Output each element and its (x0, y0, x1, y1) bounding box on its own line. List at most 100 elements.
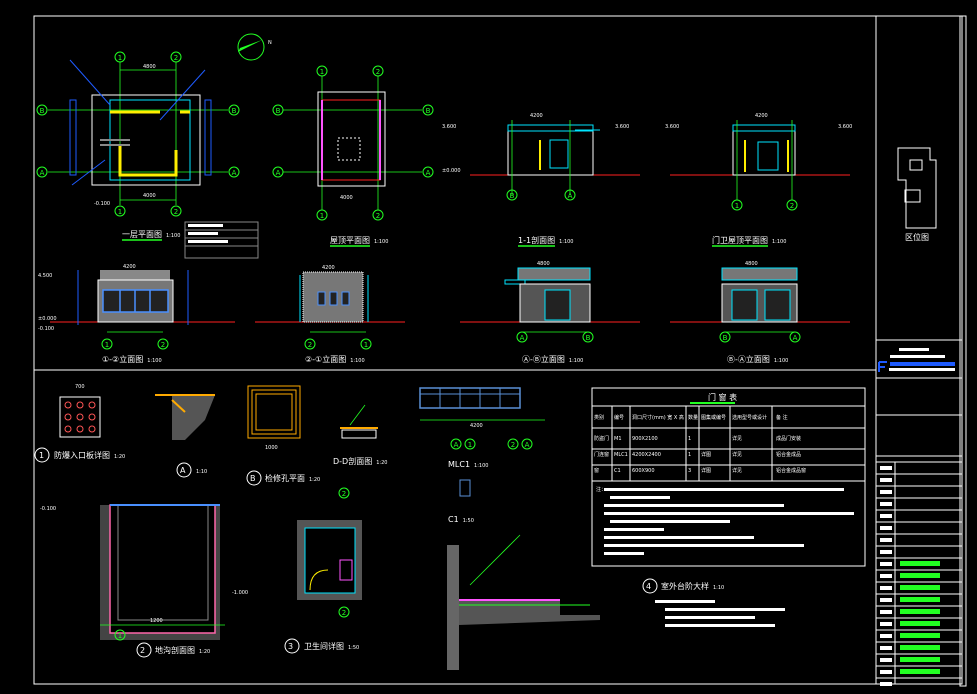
table-cell: 铝合金成品窗 (776, 467, 806, 474)
elevation-a-b: 4800 A B (460, 261, 640, 343)
svg-text:B: B (426, 107, 431, 115)
title-block-value (900, 657, 940, 662)
svg-text:1: 1 (735, 202, 739, 210)
svg-text:1200: 1200 (150, 618, 163, 624)
section-1-1: 3.600 ±0.000 3.600 4200 B A (442, 113, 640, 201)
title-block-value (900, 561, 940, 566)
title-block-label (880, 682, 892, 686)
table-header: 数量 (688, 414, 698, 421)
table-cell: 1 (688, 452, 691, 458)
elevation-label: -0.100 (94, 201, 110, 207)
title-block-value (900, 633, 940, 638)
table-header: 洞口尺寸(mm) 宽 X 高 (632, 414, 684, 421)
svg-text:2: 2 (342, 490, 346, 498)
table-header: 类别 (594, 414, 604, 421)
svg-text:A: A (793, 334, 798, 342)
svg-text:A: A (40, 169, 45, 177)
sheet-frame (33, 15, 963, 685)
table-header: 备 注 (776, 414, 788, 421)
scale-label: 1:100 (772, 239, 786, 245)
drawing-title: 检修孔平面 (265, 473, 305, 483)
table-cell: 600X900 (632, 468, 655, 474)
svg-text:1000: 1000 (265, 445, 278, 451)
drawing-title: 一层平面图 (122, 230, 162, 239)
svg-text:A: A (232, 169, 237, 177)
scale-label: 1:50 (463, 518, 474, 524)
svg-text:3.600: 3.600 (615, 124, 629, 130)
table-cell: 3 (688, 468, 691, 474)
table-cell: 详图 (701, 451, 711, 458)
title-block-label (880, 478, 892, 482)
svg-text:1: 1 (364, 341, 368, 349)
scale-label: 1:100 (374, 239, 388, 245)
svg-text:700: 700 (75, 384, 85, 390)
svg-text:A: A (525, 441, 530, 449)
floor-plan: 4800 4000 -0.100 (48, 59, 228, 207)
scale-label: 1:20 (114, 454, 125, 460)
svg-text:1: 1 (118, 54, 122, 62)
title-block-value (900, 621, 940, 626)
drawing-title: 屋顶平面图 (330, 236, 370, 245)
svg-text:3.600: 3.600 (838, 124, 852, 130)
table-cell: 详见 (732, 451, 742, 458)
table-cell: MLC1 (614, 452, 628, 458)
svg-text:±0.000: ±0.000 (442, 168, 461, 174)
table-header: 选用型号或设计 (732, 414, 767, 421)
table-header: 编号 (614, 414, 624, 421)
svg-text:A: A (568, 192, 573, 200)
title-block-label (880, 574, 892, 578)
title-block-label (880, 610, 892, 614)
svg-text:±0.000: ±0.000 (38, 316, 57, 322)
roof-plan: 4000 1 2 1 2 B A B A (272, 65, 434, 221)
svg-text:4200: 4200 (123, 264, 136, 270)
scale-label: 1:100 (559, 239, 573, 245)
svg-text:4800: 4800 (745, 261, 758, 267)
title-block-value (900, 585, 940, 590)
svg-text:B: B (723, 334, 728, 342)
svg-text:2: 2 (376, 212, 380, 220)
svg-text:2: 2 (790, 202, 794, 210)
drawing-title: ②-①立面图 (305, 354, 346, 364)
svg-text:3.600: 3.600 (665, 124, 679, 130)
svg-text:2: 2 (161, 341, 165, 349)
dim-label: 4000 (143, 193, 156, 199)
svg-text:-0.100: -0.100 (40, 506, 56, 512)
svg-text:A: A (426, 169, 431, 177)
svg-text:3.600: 3.600 (442, 124, 456, 130)
location-map: 区位图 (897, 147, 937, 242)
detail-a: A 1:10 (155, 394, 215, 478)
table-cell: C1 (614, 468, 621, 474)
dim-label: 4800 (143, 64, 156, 70)
title-block-label (880, 634, 892, 638)
scale-label: 1:10 (713, 585, 724, 591)
elevation-b-a: 4800 B A (670, 261, 850, 343)
drawing-title: 卫生间详图 (304, 641, 344, 651)
title-block-label (880, 526, 892, 530)
table-cell: M1 (614, 436, 622, 442)
svg-text:1: 1 (105, 341, 109, 349)
svg-text:A: A (180, 466, 186, 475)
svg-text:B: B (40, 107, 45, 115)
svg-text:1: 1 (320, 68, 324, 76)
svg-text:4200: 4200 (530, 113, 543, 119)
table-title: 门 窗 表 (708, 392, 737, 402)
svg-text:2: 2 (174, 208, 178, 216)
svg-text:1: 1 (118, 632, 122, 640)
table-cell: 防盗门 (594, 435, 609, 442)
svg-text:1:10: 1:10 (196, 469, 207, 475)
svg-text:4.500: 4.500 (38, 273, 52, 279)
table-cell: 1 (688, 436, 691, 442)
svg-text:B: B (232, 107, 237, 115)
